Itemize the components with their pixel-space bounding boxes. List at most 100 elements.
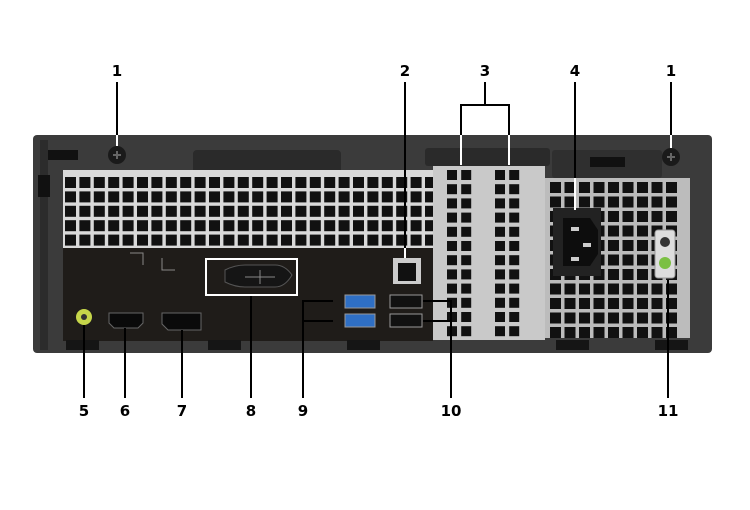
vent-hole xyxy=(410,234,422,246)
vent-hole xyxy=(93,177,105,188)
vent-hole xyxy=(564,182,576,193)
vent-hole xyxy=(165,220,177,232)
vent-hole xyxy=(137,191,148,203)
callout-1-right: 1 xyxy=(666,62,676,80)
vent-hole xyxy=(309,191,321,203)
callout-lines xyxy=(83,82,672,398)
vent-hole xyxy=(550,298,561,309)
vent-hole xyxy=(209,191,220,203)
vent-hole xyxy=(295,205,307,217)
vent-hole xyxy=(194,177,206,188)
vent-hole xyxy=(461,170,472,180)
vent-hole xyxy=(108,191,120,203)
psu-test-button[interactable] xyxy=(660,237,670,247)
vent-hole xyxy=(396,234,408,246)
vent-hole xyxy=(151,220,163,232)
vent-hole xyxy=(151,177,163,188)
vent-hole xyxy=(381,191,393,203)
vent-hole xyxy=(666,298,677,309)
vent-hole xyxy=(593,196,605,208)
vent-hole xyxy=(252,205,264,217)
vent-hole xyxy=(93,205,105,217)
vent-hole xyxy=(180,220,192,232)
callout-8: 8 xyxy=(246,402,256,420)
vent-hole xyxy=(509,241,520,251)
vent-hole xyxy=(509,312,520,322)
vent-hole xyxy=(593,327,605,338)
vent-hole xyxy=(495,312,505,322)
vent-hole xyxy=(447,170,457,180)
callout-1: 1 xyxy=(112,62,122,80)
vent-hole xyxy=(608,211,619,222)
vent-hole xyxy=(550,196,561,208)
vent-hole xyxy=(622,283,634,295)
vent-hole xyxy=(151,234,163,246)
vent-hole xyxy=(461,297,472,308)
vent-hole xyxy=(295,234,307,246)
vent-hole xyxy=(579,327,590,338)
vent-hole xyxy=(622,211,634,222)
vent-hole xyxy=(425,234,436,246)
vent-hole xyxy=(223,205,235,217)
vent-hole xyxy=(637,269,648,280)
vent-hole xyxy=(461,326,472,337)
vent-hole xyxy=(165,234,177,246)
vent-hole xyxy=(180,234,192,246)
vent-hole xyxy=(180,205,192,217)
vent-hole xyxy=(122,177,134,188)
vent-hole xyxy=(637,182,648,193)
hdmi-icon xyxy=(108,312,144,329)
vent-hole xyxy=(108,220,120,232)
callout-9: 9 xyxy=(298,402,308,420)
vent-hole xyxy=(396,220,408,232)
vent-hole xyxy=(509,255,520,266)
vent-hole xyxy=(281,191,292,203)
callout-11: 11 xyxy=(658,402,679,420)
vent-hole xyxy=(495,198,505,209)
vent-hole xyxy=(209,177,220,188)
vent-hole xyxy=(79,205,91,217)
vent-hole xyxy=(338,205,350,217)
vent-hole xyxy=(137,205,148,217)
vent-hole xyxy=(295,191,307,203)
vent-hole xyxy=(461,255,472,266)
vent-hole xyxy=(579,312,590,324)
vent-hole xyxy=(194,205,206,217)
vent-hole xyxy=(209,220,220,232)
optional-port-cover xyxy=(205,258,298,296)
vent-hole xyxy=(509,212,520,223)
vent-hole xyxy=(651,196,663,208)
vent-hole xyxy=(425,205,436,217)
vent-hole xyxy=(252,191,264,203)
vent-hole xyxy=(593,312,605,324)
vent-hole xyxy=(622,196,634,208)
usb3-port xyxy=(344,294,376,309)
vent-hole xyxy=(608,254,619,266)
vent-hole xyxy=(637,298,648,309)
usb2-port xyxy=(389,313,423,328)
vent-hole xyxy=(447,241,457,251)
vent-hole xyxy=(550,327,561,338)
vent-hole xyxy=(461,241,472,251)
callout-6: 6 xyxy=(120,402,130,420)
vent-hole xyxy=(495,297,505,308)
vent-hole xyxy=(410,191,422,203)
vent-hole xyxy=(338,191,350,203)
network-icon xyxy=(393,258,421,284)
vent-hole xyxy=(79,191,91,203)
screw-icon xyxy=(108,146,126,164)
vent-hole xyxy=(381,220,393,232)
vent-hole xyxy=(637,283,648,295)
vent-hole xyxy=(495,326,505,337)
slot-vent-grid xyxy=(447,170,520,337)
vent-hole xyxy=(637,240,648,251)
vent-hole xyxy=(608,283,619,295)
vent-hole xyxy=(381,234,393,246)
usb3-port xyxy=(344,313,376,328)
vent-hole xyxy=(237,205,249,217)
vent-hole xyxy=(579,283,590,295)
vent-hole xyxy=(252,220,264,232)
vent-hole xyxy=(461,269,472,280)
vent-hole xyxy=(447,198,457,209)
vent-hole xyxy=(281,205,292,217)
